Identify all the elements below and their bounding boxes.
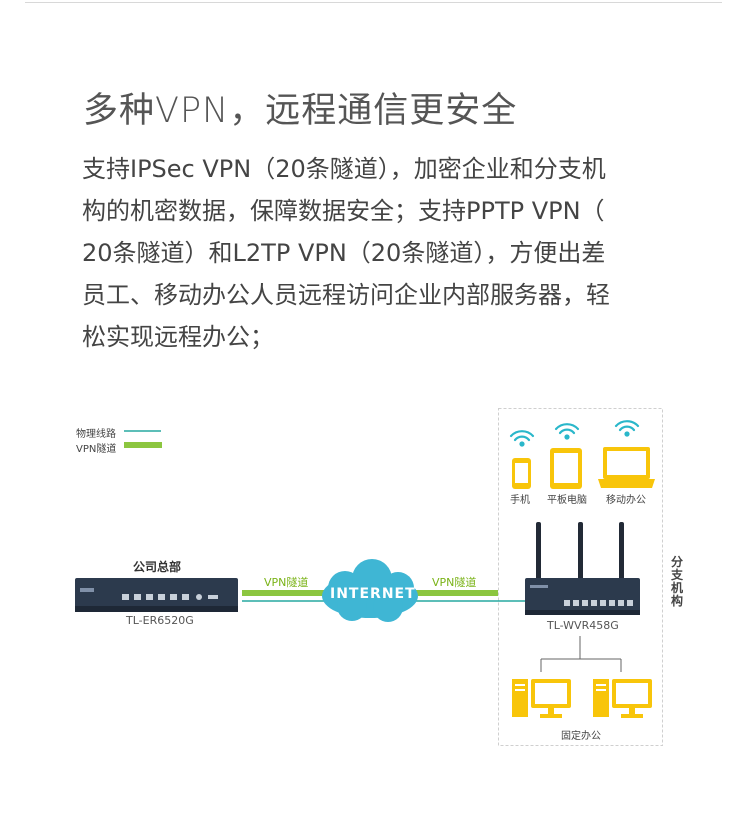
description-line: 支持IPSec VPN（20条隧道），加密企业和分支机 <box>82 155 606 183</box>
hq-device-model: TL-ER6520G <box>126 614 194 627</box>
desktop-icon <box>593 679 652 718</box>
router-branch-icon <box>525 578 640 615</box>
router-hq-icon <box>75 578 238 612</box>
top-divider <box>25 2 722 3</box>
hq-label: 公司总部 <box>133 560 182 574</box>
description-line: 构的机密数据，保障数据安全；支持PPTP VPN（ <box>82 197 605 225</box>
laptop-icon <box>598 447 655 488</box>
vpn-tunnel-right <box>408 590 498 596</box>
wired-connection-line <box>540 636 622 672</box>
mobile-device-label-laptop: 移动办公 <box>606 495 646 506</box>
internet-cloud-icon <box>322 559 418 622</box>
branch-label: 分支机构 <box>671 555 684 608</box>
internet-label: INTERNET <box>330 586 416 602</box>
mobile-device-label-tablet: 平板电脑 <box>547 495 587 506</box>
vpn-tunnel-left <box>242 590 335 596</box>
tunnel-left-label: VPN隧道 <box>264 576 309 589</box>
wifi-icon <box>614 420 640 437</box>
desktop-icon <box>512 679 571 718</box>
page-title: 多种VPN，远程通信更安全 <box>83 91 518 131</box>
wifi-icon <box>509 430 535 447</box>
description-line: 20条隧道）和L2TP VPN（20条隧道），方便出差 <box>82 239 606 267</box>
wifi-icon <box>554 423 580 440</box>
legend-vpn-line <box>124 442 162 448</box>
description-line: 松实现远程办公； <box>82 323 274 351</box>
router-antenna-icon <box>536 522 624 580</box>
branch-box <box>498 408 663 746</box>
mobile-device-label-phone: 手机 <box>510 495 530 506</box>
description: 支持IPSec VPN（20条隧道），加密企业和分支机 构的机密数据，保障数据安… <box>82 148 672 358</box>
tunnel-right-label: VPN隧道 <box>432 576 477 589</box>
tablet-icon <box>550 448 582 489</box>
description-line: 员工、移动办公人员远程访问企业内部服务器，轻 <box>82 281 610 309</box>
fixed-office-label: 固定办公 <box>561 731 601 742</box>
branch-device-model: TL-WVR458G <box>547 619 619 632</box>
phone-icon <box>512 458 531 489</box>
legend-vpn-label: VPN隧道 <box>76 444 117 455</box>
legend-physical-label: 物理线路 <box>76 429 116 440</box>
